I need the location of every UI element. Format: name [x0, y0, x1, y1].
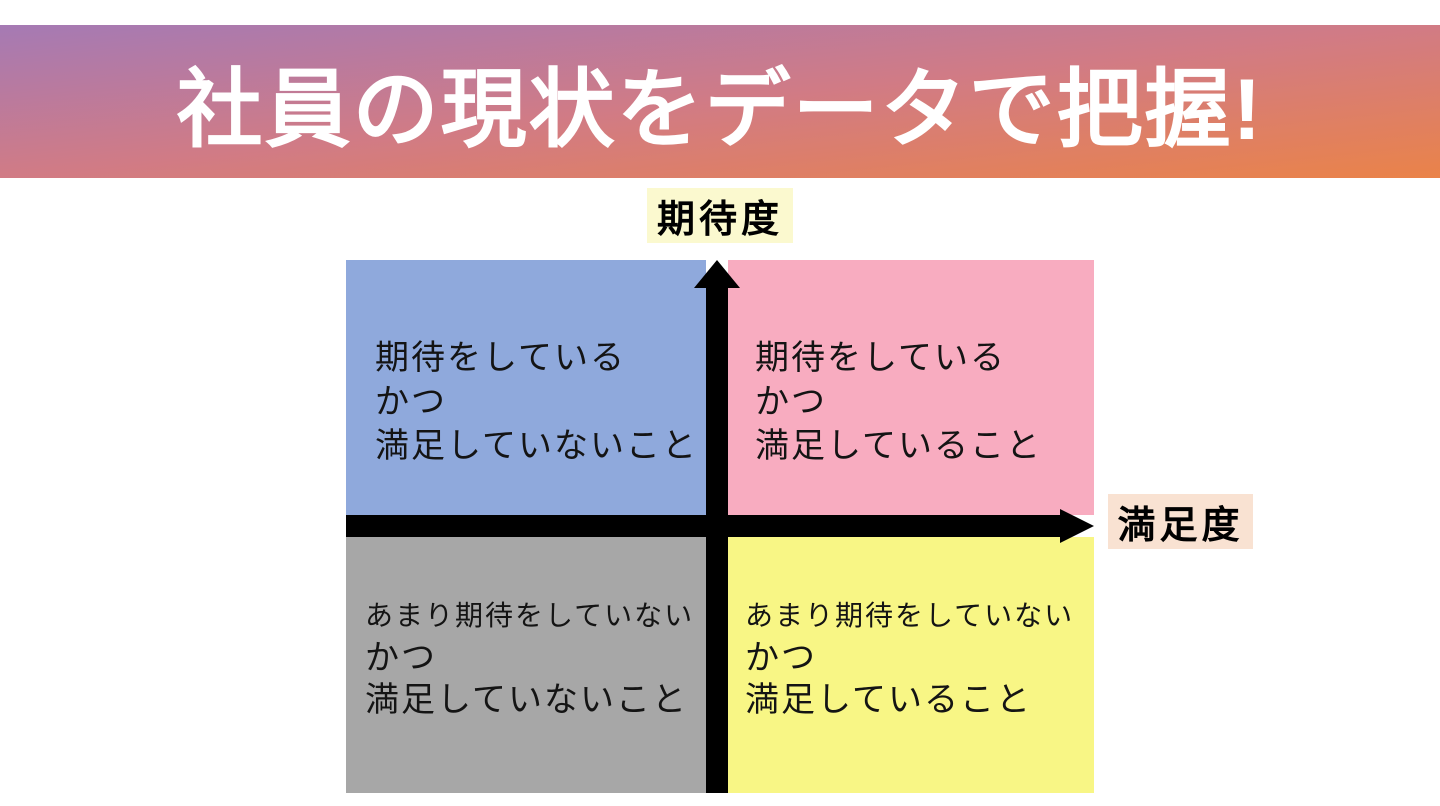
quadrant-line: 満足していること — [745, 681, 1032, 719]
quadrant-top-left: 期待をしている かつ 満足していないこと — [346, 260, 706, 515]
y-axis-label-expectation: 期待度 — [647, 188, 793, 243]
quadrant-line: かつ — [375, 383, 447, 421]
quadrant-line: あまり期待をしていない — [365, 600, 695, 631]
quadrant-bottom-left-text: あまり期待をしていない かつ 満足していないこと — [365, 595, 694, 721]
page-title: 社員の現状をデータで把握! — [176, 62, 1264, 158]
quadrant-bottom-left: あまり期待をしていない かつ 満足していないこと — [346, 537, 706, 793]
quadrant-bottom-right-text: あまり期待をしていない かつ 満足していること — [745, 595, 1074, 721]
quadrant-line: 満足していること — [755, 427, 1042, 465]
quadrant-line: あまり期待をしていない — [745, 600, 1075, 631]
y-axis-arrow-up-icon — [694, 260, 740, 288]
quadrant-chart: 期待をしている かつ 満足していないこと 期待をしている かつ 満足していること… — [346, 260, 1094, 793]
quadrant-line: かつ — [755, 383, 827, 421]
quadrant-line: 満足していないこと — [365, 681, 688, 719]
y-axis-line — [706, 282, 728, 793]
quadrant-line: かつ — [365, 639, 437, 677]
x-axis-arrow-right-icon — [1060, 509, 1094, 543]
title-banner: 社員の現状をデータで把握! — [0, 25, 1440, 178]
quadrant-top-right-text: 期待をしている かつ 満足していること — [755, 336, 1042, 468]
quadrant-bottom-right: あまり期待をしていない かつ 満足していること — [728, 537, 1094, 793]
quadrant-line: かつ — [745, 639, 817, 677]
quadrant-top-right: 期待をしている かつ 満足していること — [728, 260, 1094, 515]
x-axis-label-satisfaction: 満足度 — [1108, 494, 1253, 549]
quadrant-line: 期待をしている — [755, 339, 1006, 377]
quadrant-line: 満足していないこと — [375, 427, 698, 465]
quadrant-top-left-text: 期待をしている かつ 満足していないこと — [375, 336, 698, 468]
quadrant-line: 期待をしている — [375, 339, 626, 377]
x-axis-line — [346, 515, 1062, 537]
